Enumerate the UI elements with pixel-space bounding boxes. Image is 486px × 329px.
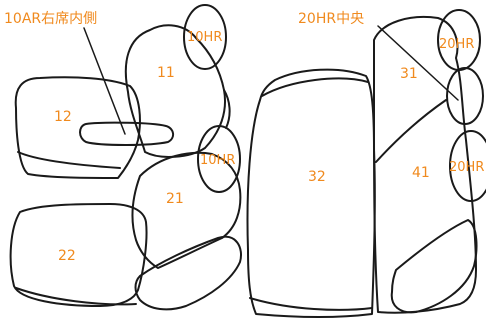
seat-11-backrest	[124, 24, 226, 158]
seat-32-top-edge	[261, 77, 369, 97]
seat-22-side-panel	[134, 235, 242, 311]
callout-label-10ar: 10AR右席内側	[4, 11, 97, 27]
seat-label-12: 12	[54, 109, 72, 125]
seat-32-bottom-edge	[249, 297, 373, 311]
seat-21-backrest	[131, 151, 242, 269]
seat-label-21: 21	[166, 191, 184, 207]
armrest	[79, 121, 174, 146]
seat-12-cushion	[14, 76, 141, 179]
seat-22-cushion	[9, 203, 148, 307]
seat-label-31: 31	[400, 66, 418, 82]
seat-41-side-panel	[390, 219, 478, 314]
seat-31-41-backrest	[373, 16, 477, 314]
seat-32-backrest	[246, 68, 376, 318]
seat-label-11: 11	[157, 65, 175, 81]
seat-12-front-edge	[17, 151, 121, 169]
headrest-label-10hr-lower: 10HR	[200, 153, 235, 168]
headrest-label-10hr-top: 10HR	[187, 30, 222, 45]
headrest-20hr-center	[446, 67, 484, 125]
seat-label-32: 32	[308, 169, 326, 185]
callout-label-20hr-center: 20HR中央	[298, 11, 364, 27]
headrest-20hr-lower	[449, 130, 486, 202]
headrest-label-20hr-lower: 20HR	[449, 160, 484, 175]
seat-22-front-edge	[15, 287, 137, 306]
callout-leader-10ar	[83, 27, 126, 135]
seat-label-41: 41	[412, 165, 430, 181]
callout-leader-20hr-center	[377, 25, 459, 101]
seat-label-22: 22	[58, 248, 76, 264]
headrest-10hr-top	[183, 4, 227, 70]
seat-31-41-divider	[375, 99, 447, 163]
seat-11-side-bolster	[223, 89, 231, 129]
headrest-label-20hr-top: 20HR	[439, 37, 474, 52]
headrest-10hr-lower	[197, 125, 241, 193]
